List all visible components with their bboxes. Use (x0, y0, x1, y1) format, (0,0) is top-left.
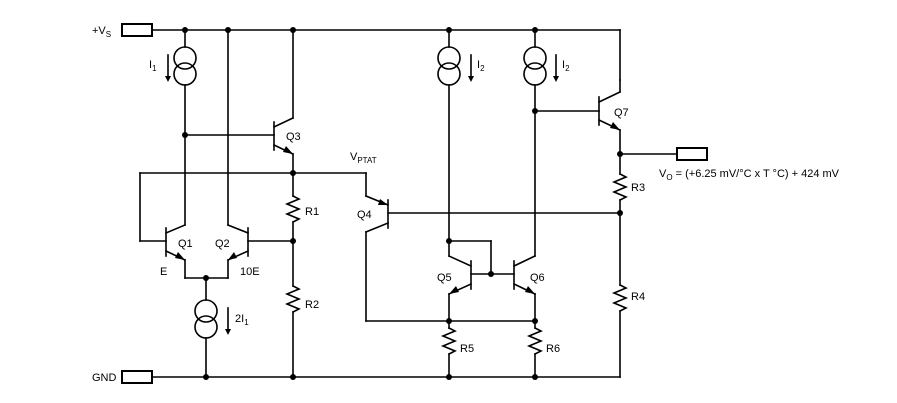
current-source-2i1 (194, 299, 231, 378)
junction-dots (182, 27, 623, 380)
q3-label: Q3 (286, 131, 301, 143)
r4-label: R4 (631, 291, 645, 303)
r2-label: R2 (305, 299, 319, 311)
current-source-i1 (165, 29, 197, 136)
vo-terminal (676, 147, 708, 161)
i2-right-label: I2 (562, 59, 570, 73)
transistor-q6 (512, 254, 537, 329)
transistor-q3 (272, 116, 295, 174)
q1-emitter-label: E (160, 266, 167, 278)
transistor-q2 (226, 223, 250, 262)
r3-label: R3 (631, 182, 645, 194)
q1-label: Q1 (178, 238, 193, 250)
q5-label: Q5 (437, 272, 452, 284)
q2-label: Q2 (215, 238, 230, 250)
supply-rail (151, 29, 621, 81)
gnd-label: GND (92, 372, 117, 384)
q6-label: Q6 (530, 272, 545, 284)
transistor-q1 (164, 223, 187, 262)
current-source-i2-left (437, 29, 474, 242)
vo-label: VO = (+6.25 mV/°C x T °C) + 424 mV (659, 168, 840, 182)
transistor-q7 (597, 79, 622, 155)
transistor-q4 (364, 194, 390, 322)
vptat-label: VPTAT (350, 151, 377, 165)
i1-label: I1 (149, 59, 157, 73)
gnd-terminal (121, 370, 153, 384)
resistor-r4 (611, 283, 629, 313)
current-source-i2-right (523, 29, 559, 257)
resistor-r1 (284, 194, 302, 224)
2i1-label: 2I1 (235, 313, 249, 327)
transistor-q5 (447, 240, 473, 329)
vs-label: +VS (92, 25, 111, 39)
r1-label: R1 (305, 206, 319, 218)
q2-emitter-label: 10E (240, 266, 260, 278)
i2-left-label: I2 (477, 59, 485, 73)
resistor-r2 (284, 284, 302, 314)
resistor-r5 (440, 326, 458, 356)
r6-label: R6 (546, 343, 560, 355)
resistor-r3 (611, 172, 629, 202)
q7-label: Q7 (614, 107, 629, 119)
resistor-r6 (526, 326, 544, 356)
r5-label: R5 (460, 343, 474, 355)
vs-terminal (121, 23, 153, 37)
q4-label: Q4 (357, 209, 372, 221)
